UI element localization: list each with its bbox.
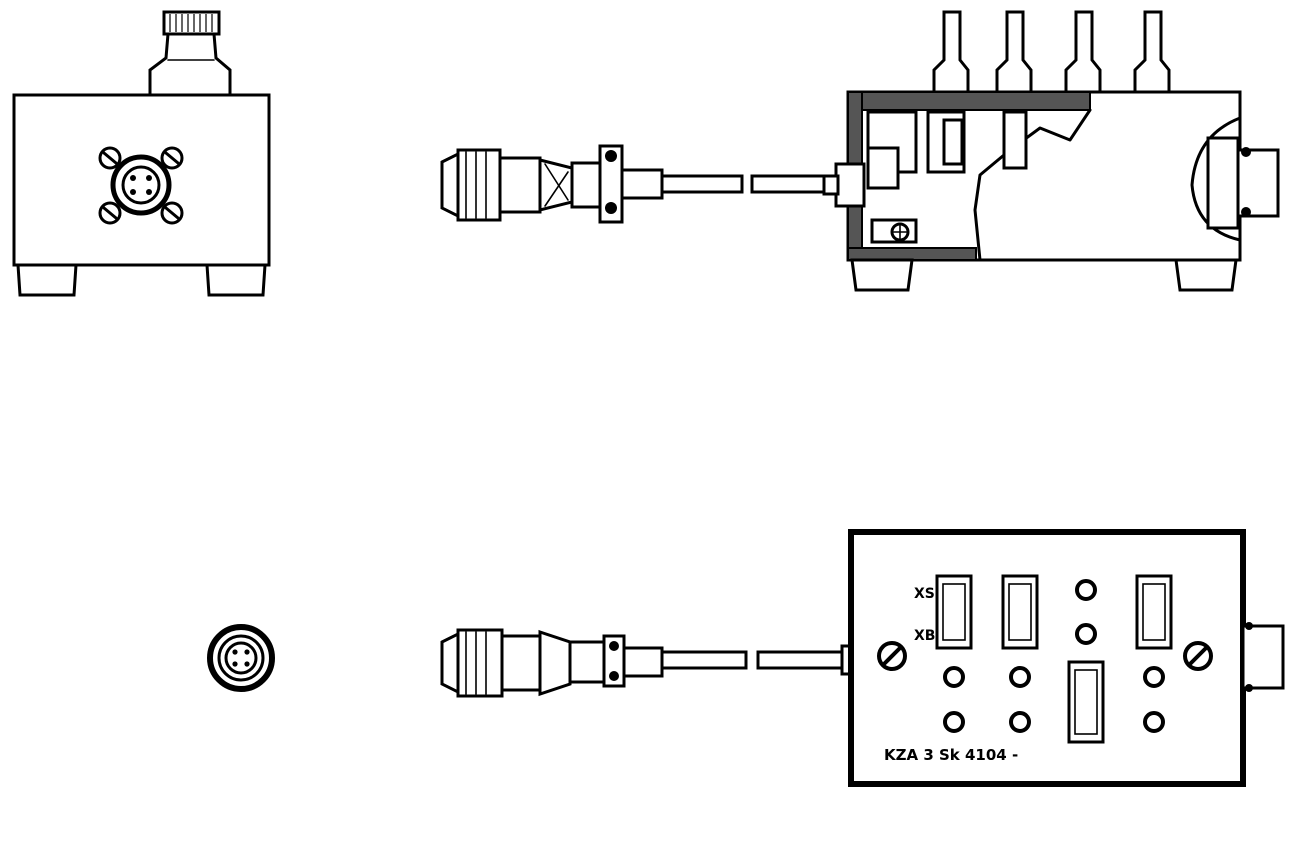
panel-screws xyxy=(877,641,1213,671)
front-view-box xyxy=(12,10,271,297)
panel-marking: KZA 3 Sk 4104 - xyxy=(884,746,1018,764)
round-sockets xyxy=(943,579,1165,733)
box-body xyxy=(12,93,271,267)
top-pins xyxy=(932,10,1171,94)
left-foot xyxy=(16,263,78,297)
bottom-cable-assembly xyxy=(440,628,854,698)
slot-sockets xyxy=(935,574,1173,744)
label-xb: XB xyxy=(914,628,935,644)
knob-body xyxy=(148,32,232,97)
side-section-view xyxy=(822,10,1280,292)
top-cable-assembly xyxy=(440,144,844,224)
connector-face xyxy=(207,624,275,692)
label-xs: XS xyxy=(914,586,935,602)
panel-side-connector xyxy=(1241,622,1285,692)
right-foot xyxy=(205,263,267,297)
front-socket xyxy=(98,146,184,225)
panel-outline xyxy=(848,529,1246,787)
panel-top-view: XS XB KZA 3 Sk 4104 - xyxy=(848,529,1285,787)
knob-knurl xyxy=(162,10,221,36)
